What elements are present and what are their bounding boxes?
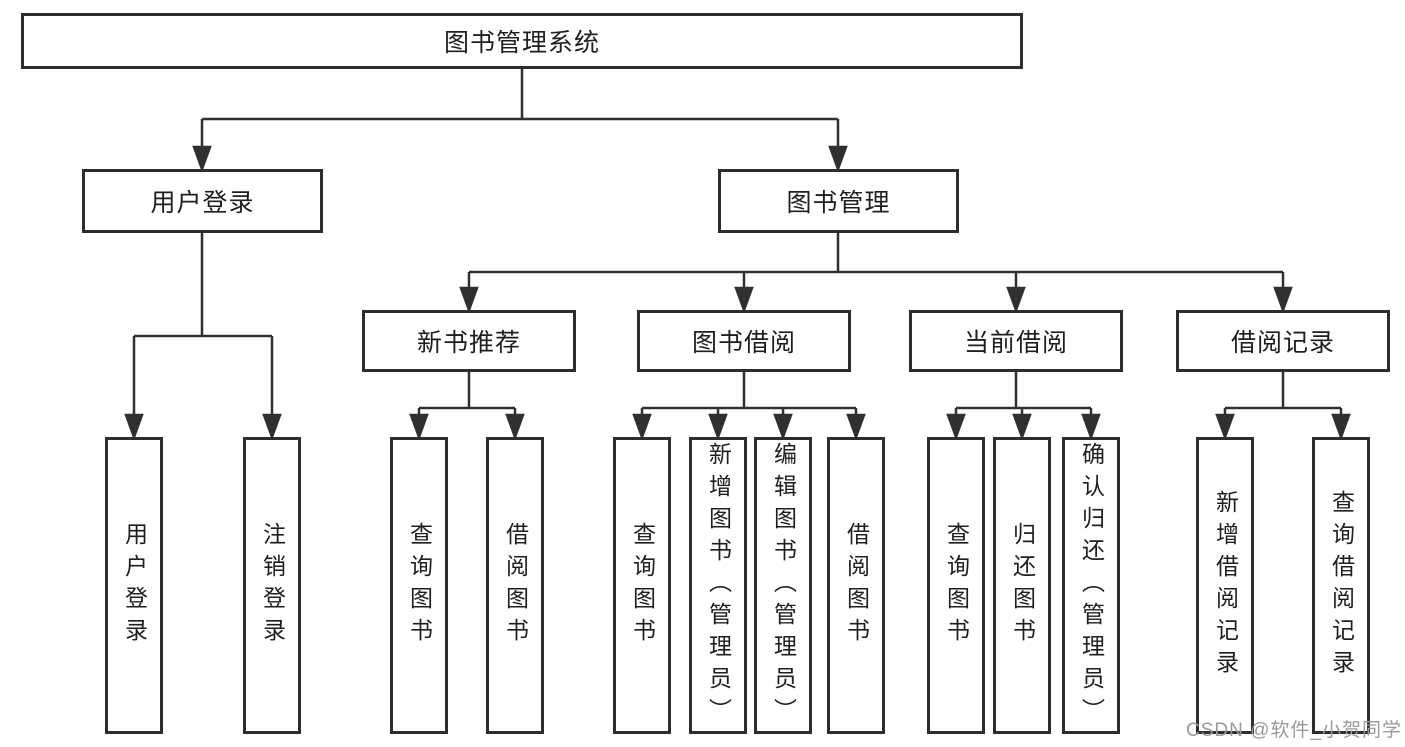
arrowhead-icon — [773, 413, 793, 441]
arrowhead-icon — [262, 413, 282, 441]
leaf-query-book-borrow-label: 查询图书 — [629, 521, 656, 650]
node-user-login: 用户登录 — [82, 169, 323, 233]
connector-root-to-level2 — [192, 69, 848, 173]
leaf-borrow-book-label: 借阅图书 — [843, 521, 870, 650]
connector-user-login-to-leaves — [124, 233, 282, 441]
node-borrow-records-label: 借阅记录 — [1230, 329, 1335, 357]
arrowhead-icon — [1215, 413, 1235, 441]
leaf-return-book-label: 归还图书 — [1009, 521, 1036, 650]
arrowhead-icon — [828, 145, 848, 173]
arrowhead-icon — [1006, 286, 1026, 314]
node-book-borrow-label: 图书借阅 — [691, 329, 796, 357]
node-book-management-label: 图书管理 — [786, 189, 891, 217]
node-current-borrow: 当前借阅 — [909, 310, 1123, 372]
leaf-query-borrow-record: 查询借阅记录 — [1312, 437, 1370, 734]
node-new-book-recommend-label: 新书推荐 — [416, 329, 521, 357]
node-book-borrow: 图书借阅 — [637, 310, 851, 372]
leaf-logout-login-label: 注销登录 — [259, 521, 286, 650]
leaf-add-book-admin-label: 新增图书（管理员） — [705, 441, 732, 730]
leaf-query-book-recommend-label: 查询图书 — [406, 521, 433, 650]
leaf-add-book-admin: 新增图书（管理员） — [689, 437, 747, 734]
leaf-edit-book-admin-label: 编辑图书（管理员） — [770, 441, 797, 730]
leaf-logout-login: 注销登录 — [243, 437, 301, 734]
leaf-confirm-return-admin: 确认归还（管理员） — [1062, 437, 1120, 734]
arrowhead-icon — [1273, 286, 1293, 314]
node-root: 图书管理系统 — [21, 13, 1023, 69]
node-user-login-label: 用户登录 — [150, 189, 255, 217]
connector-book-borrow-to-leaves — [632, 372, 866, 441]
arrowhead-icon — [124, 413, 144, 441]
leaf-add-borrow-record: 新增借阅记录 — [1196, 437, 1254, 734]
arrowhead-icon — [846, 413, 866, 441]
arrowhead-icon — [409, 413, 429, 441]
leaf-edit-book-admin: 编辑图书（管理员） — [754, 437, 812, 734]
node-new-book-recommend: 新书推荐 — [362, 310, 576, 372]
arrowhead-icon — [1331, 413, 1351, 441]
arrowhead-icon — [708, 413, 728, 441]
arrowhead-icon — [192, 145, 212, 173]
leaf-return-book: 归还图书 — [993, 437, 1051, 734]
leaf-borrow-book-recommend: 借阅图书 — [486, 437, 544, 734]
arrowhead-icon — [505, 413, 525, 441]
leaf-query-book-borrow: 查询图书 — [613, 437, 671, 734]
connector-book-management-to-level3 — [459, 233, 1293, 314]
arrowhead-icon — [459, 286, 479, 314]
node-borrow-records: 借阅记录 — [1176, 310, 1390, 372]
leaf-borrow-book: 借阅图书 — [827, 437, 885, 734]
leaf-query-book-recommend: 查询图书 — [390, 437, 448, 734]
node-book-management: 图书管理 — [718, 169, 959, 233]
leaf-query-borrow-record-label: 查询借阅记录 — [1328, 489, 1355, 682]
node-current-borrow-label: 当前借阅 — [963, 329, 1068, 357]
leaf-confirm-return-admin-label: 确认归还（管理员） — [1078, 441, 1105, 730]
csdn-watermark: CSDN @软件_小贺同学 — [1186, 720, 1402, 741]
node-root-label: 图书管理系统 — [443, 29, 600, 57]
leaf-add-borrow-record-label: 新增借阅记录 — [1212, 489, 1239, 682]
arrowhead-icon — [1081, 413, 1101, 441]
leaf-borrow-book-recommend-label: 借阅图书 — [502, 521, 529, 650]
connector-current-borrow-to-leaves — [946, 372, 1101, 441]
connector-new-book-recommend-to-leaves — [409, 372, 525, 441]
leaf-user-login: 用户登录 — [105, 437, 163, 734]
leaf-query-book-current: 查询图书 — [927, 437, 985, 734]
arrowhead-icon — [632, 413, 652, 441]
arrowhead-icon — [946, 413, 966, 441]
leaf-query-book-current-label: 查询图书 — [943, 521, 970, 650]
arrowhead-icon — [1012, 413, 1032, 441]
connector-borrow-records-to-leaves — [1215, 372, 1351, 441]
leaf-user-login-label: 用户登录 — [121, 521, 148, 650]
arrowhead-icon — [734, 286, 754, 314]
